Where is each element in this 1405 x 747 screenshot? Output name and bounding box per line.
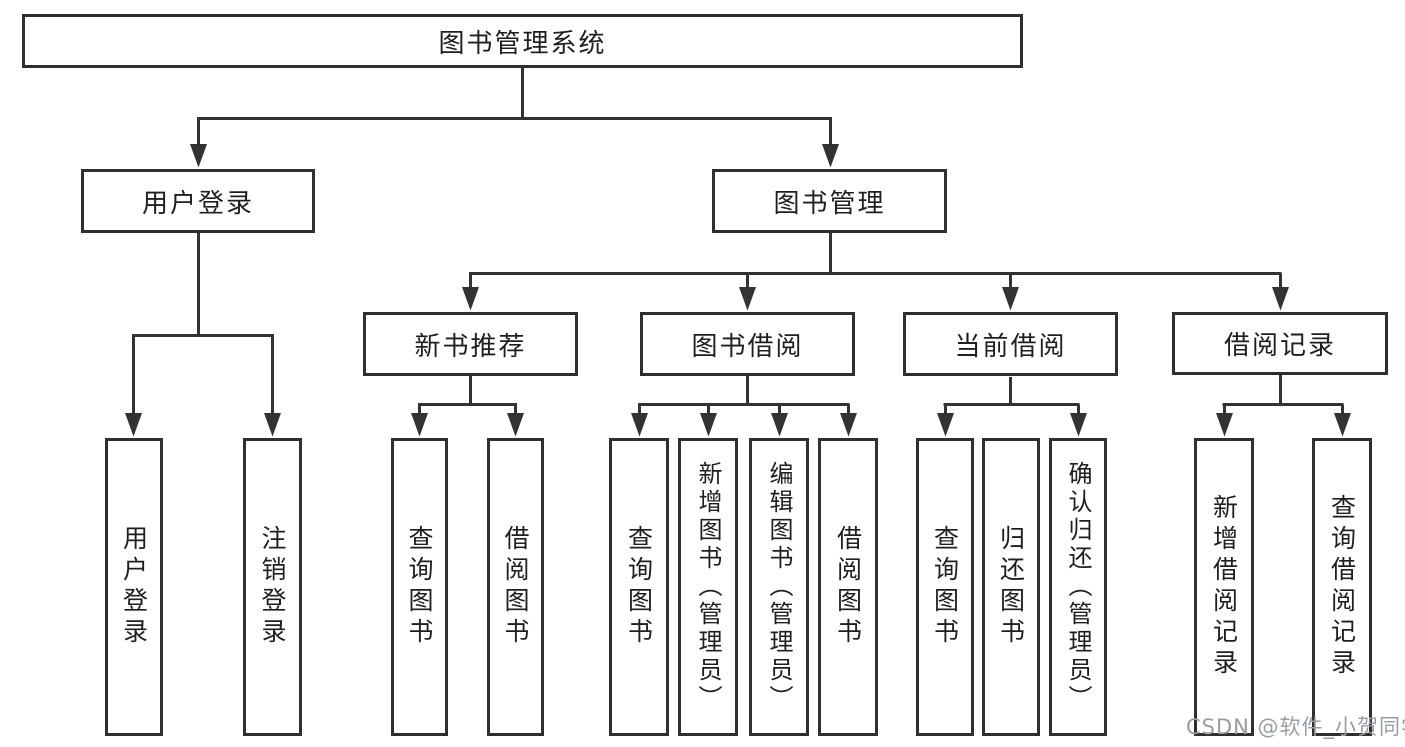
leaf-logout-label: 注销登录 — [258, 525, 287, 649]
leaf-confirm-return-admin-label: 确认归还（管理员） — [1064, 461, 1092, 713]
leaf-edit-books-admin-label: 编辑图书（管理员） — [765, 461, 793, 713]
node-user-login: 用户登录 — [81, 169, 315, 233]
leaf-borrow-books-recommend: 借阅图书 — [487, 438, 544, 736]
node-current-borrowing: 当前借阅 — [903, 312, 1118, 376]
leaf-query-borrow-record: 查询借阅记录 — [1312, 438, 1372, 736]
leaf-query-books-borrowing-label: 查询图书 — [624, 525, 654, 649]
node-root-label: 图书管理系统 — [438, 28, 607, 59]
node-borrowing-records: 借阅记录 — [1172, 312, 1388, 375]
leaf-logout: 注销登录 — [243, 438, 302, 736]
leaf-user-login-label: 用户登录 — [119, 525, 149, 649]
leaf-query-borrow-record-label: 查询借阅记录 — [1327, 494, 1357, 680]
leaf-borrow-books: 借阅图书 — [818, 438, 878, 736]
leaf-query-books-current-label: 查询图书 — [930, 525, 960, 649]
leaf-add-books-admin-label: 新增图书（管理员） — [694, 461, 722, 713]
csdn-watermark: CSDN @软件_小贺同学 — [1186, 715, 1405, 739]
leaf-query-books-current: 查询图书 — [916, 438, 974, 736]
leaf-return-books-label: 归还图书 — [996, 525, 1026, 649]
leaf-query-books-recommend: 查询图书 — [391, 438, 448, 736]
node-root-system: 图书管理系统 — [22, 14, 1023, 68]
leaf-borrow-books-label: 借阅图书 — [833, 525, 863, 649]
node-user-login-label: 用户登录 — [141, 188, 254, 219]
node-book-borrowing-label: 图书借阅 — [691, 331, 804, 362]
leaf-confirm-return-admin: 确认归还（管理员） — [1049, 438, 1107, 736]
leaf-user-login: 用户登录 — [105, 438, 163, 736]
leaf-add-books-admin: 新增图书（管理员） — [678, 438, 738, 736]
leaf-edit-books-admin: 编辑图书（管理员） — [749, 438, 809, 736]
leaf-add-borrow-record: 新增借阅记录 — [1194, 438, 1254, 736]
node-book-borrowing: 图书借阅 — [640, 312, 855, 376]
node-book-management: 图书管理 — [712, 169, 947, 233]
connector-lines — [132, 68, 1344, 418]
leaf-add-borrow-record-label: 新增借阅记录 — [1209, 494, 1239, 680]
leaf-return-books: 归还图书 — [982, 438, 1040, 736]
leaf-borrow-books-recommend-label: 借阅图书 — [501, 525, 530, 649]
node-book-management-label: 图书管理 — [773, 188, 886, 219]
node-borrowing-records-label: 借阅记录 — [1223, 331, 1336, 361]
leaf-query-books-borrowing: 查询图书 — [609, 438, 669, 736]
node-new-book-recommend-label: 新书推荐 — [414, 331, 527, 362]
node-new-book-recommend: 新书推荐 — [363, 312, 578, 376]
node-current-borrowing-label: 当前借阅 — [954, 331, 1067, 362]
leaf-query-books-recommend-label: 查询图书 — [405, 525, 434, 649]
